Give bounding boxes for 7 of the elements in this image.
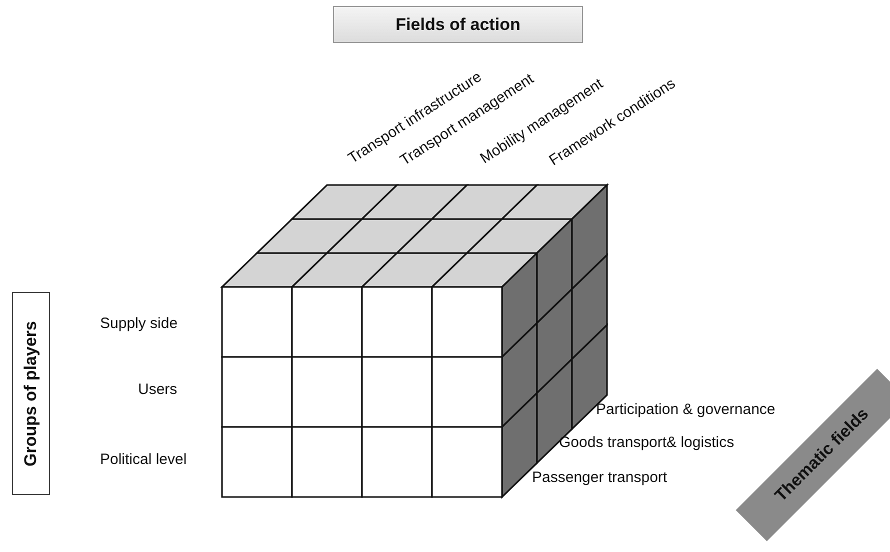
header-box: Fields of action — [333, 6, 583, 43]
axis-category-label: Users — [138, 381, 178, 399]
axis-category-label: Political level — [100, 451, 187, 469]
axis-category-label: Supply side — [100, 315, 178, 333]
axis-label-box: Groups of players — [12, 292, 50, 495]
axis-category-label: Goods transport& logistics — [559, 434, 734, 452]
axis-category-label: Passenger transport — [532, 469, 668, 487]
